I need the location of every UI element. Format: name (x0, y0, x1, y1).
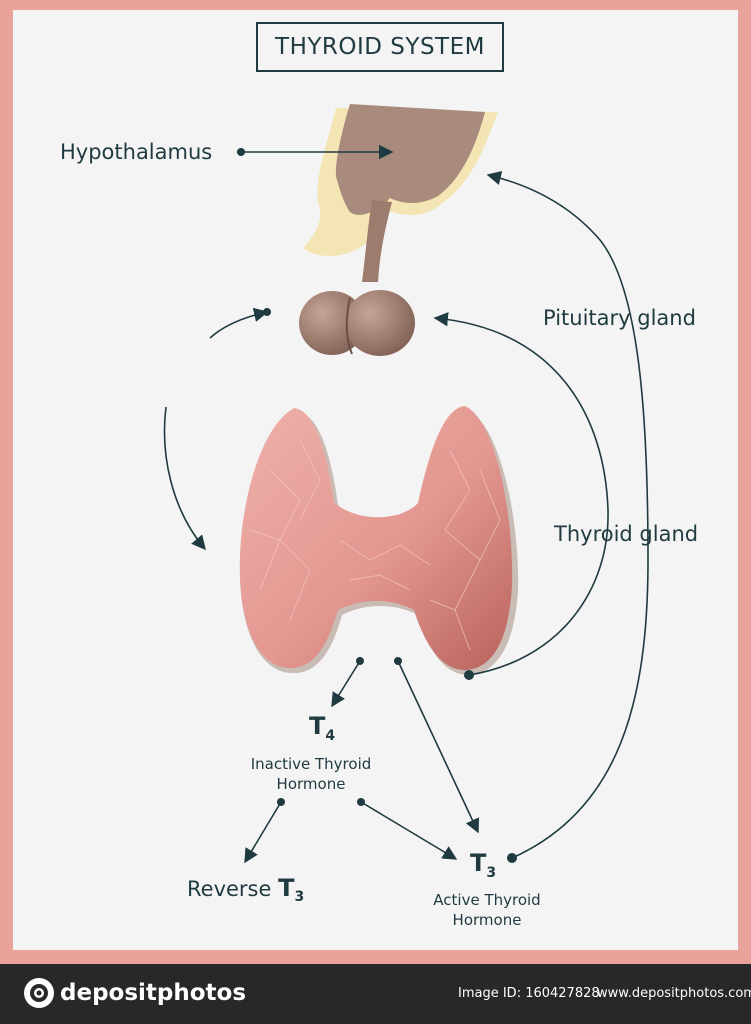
pituitary-gland-label: Pituitary gland (543, 306, 696, 330)
t3-feedback-dot (507, 853, 517, 863)
pituitary-to-thyroid-arrow (163, 406, 206, 551)
camera-icon (24, 978, 54, 1008)
hypothalamus-shape (335, 104, 485, 215)
t3-to-hypothalamus-arrow (486, 171, 649, 859)
t3-description-line1: Active Thyroid (433, 891, 541, 909)
t4-description-line2: Hormone (276, 775, 346, 793)
website-link[interactable]: www.depositphotos.com (597, 986, 751, 1001)
diagram-title: THYROID SYSTEM (256, 22, 504, 72)
thyroid-system-diagram (163, 104, 649, 864)
thyroid-to-t4-arrow (331, 660, 361, 708)
thyroid-to-t3-arrow (397, 660, 480, 834)
image-id-text: Image ID: 160427828 (458, 986, 600, 1001)
footer-bar: depositphotos Image ID: 160427828 www.de… (0, 964, 751, 1024)
t3-description: Active Thyroid Hormone (422, 890, 552, 930)
logo-text: depositphotos (60, 980, 247, 1006)
t4-symbol: T4 (309, 712, 336, 744)
thyroid-feedback-dot (464, 670, 474, 680)
depositphotos-logo[interactable]: depositphotos (24, 978, 246, 1008)
thyroid-texture (249, 439, 501, 651)
reverse-t3-label: Reverse T3 (187, 874, 305, 906)
pituitary-loop-arrow-top (209, 307, 269, 339)
poster-background (13, 10, 738, 950)
thyroid-gland-label: Thyroid gland (554, 522, 699, 546)
diagram-title-text: THYROID SYSTEM (275, 34, 485, 60)
pituitary-stalk (362, 200, 392, 282)
t4-description-line1: Inactive Thyroid (250, 755, 372, 773)
t4-to-t3-arrow (360, 801, 458, 860)
t4-to-reverse-t3-arrow (244, 801, 282, 864)
hypothalamus-label: Hypothalamus (60, 140, 213, 164)
t3-description-line2: Hormone (452, 911, 522, 929)
t4-description: Inactive Thyroid Hormone (246, 754, 376, 794)
pituitary-lobe-right (345, 290, 415, 356)
t3-symbol: T3 (470, 849, 497, 881)
thyroid-gland (239, 406, 513, 671)
pituitary-cleft (345, 297, 353, 355)
thyroid-to-pituitary-arrow (433, 312, 609, 676)
